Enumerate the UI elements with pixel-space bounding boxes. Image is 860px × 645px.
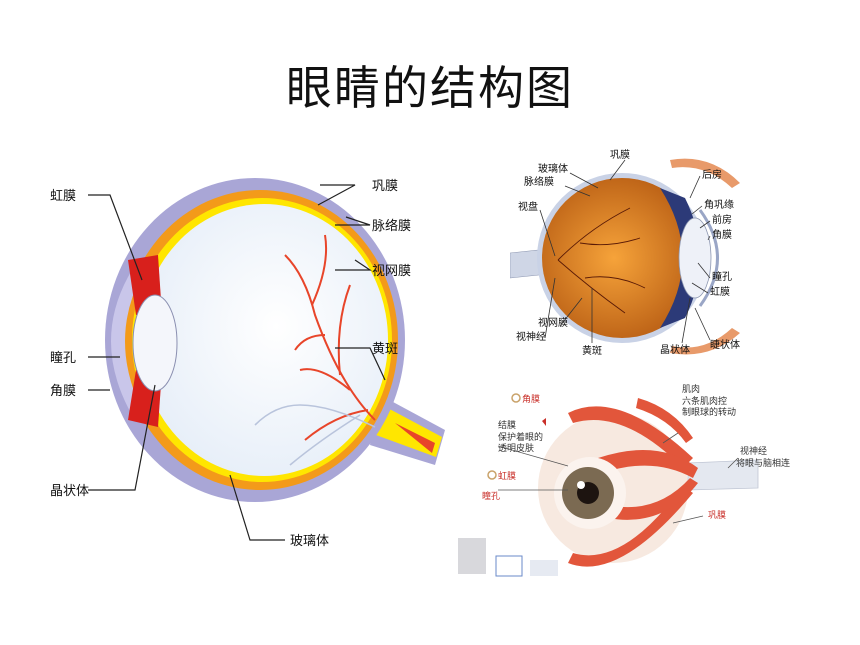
eye-cross-section-diagram: 虹膜 瞳孔 角膜 晶状体 巩膜 脉络膜 视网膜 黄斑 玻璃体 [50,165,460,555]
eyeball-diagram: 巩膜 玻璃体 脉络膜 视盘 视网膜 视神经 黄斑 后房 角巩缘 前房 角膜 瞳孔… [509,148,780,363]
leader-tr-cornea [707,235,711,241]
label-choroid: 脉络膜 [372,218,411,234]
br-label-optic-desc: 将眼与脑相连 [736,457,790,469]
leader-tr-optic-nerve [544,277,556,339]
page-title: 眼睛的结构图 [286,61,574,115]
leader-sclera [317,184,356,206]
eyeball-vessels [557,207,646,314]
leader-macula [335,347,386,381]
leader-tr-posterior [689,175,701,199]
br-leader-conjunctiva [497,445,569,467]
tr-label-choroid: 脉络膜 [524,175,554,188]
leader-vitreous [229,474,285,541]
cornea-shape [698,209,719,307]
thumbnail-face [458,538,486,574]
thumbnail-muscle [495,555,523,577]
lower-muscle [670,328,740,355]
leader-tr-sclera [609,159,626,181]
tr-label-iris: 虹膜 [710,286,730,298]
leader-tr-anterior [699,220,711,229]
cornea-shape [111,270,142,415]
leader-tr-limbus [691,205,703,215]
tr-label-optic-nerve: 视神经 [516,330,546,343]
leader-tr-vitreous [569,172,599,189]
tr-label-optic-disc: 视盘 [518,200,538,213]
label-vitreous: 玻璃体 [290,534,329,549]
br-label-muscle-desc2: 制眼球的转动 [682,406,736,418]
leader-lens [88,384,156,491]
br-leader-optic-nerve [727,457,739,469]
tr-label-lens: 晶状体 [660,343,690,356]
leader-tr-choroid [564,185,591,197]
br-label-optic-nerve: 视神经 [740,445,767,457]
retinal-veins [254,404,376,466]
label-iris: 虹膜 [50,189,76,204]
br-leader-muscle [662,432,679,444]
tr-label-ciliary: 睫状体 [710,338,740,351]
br-label-conj-desc1: 保护着眼的 [498,431,543,443]
tr-label-cornea: 角膜 [712,229,732,241]
br-speaker-icon [542,418,546,426]
tr-label-sclera: 巩膜 [610,149,630,161]
leader-iris [88,194,143,281]
leader-tr-lens [681,297,691,344]
br-label-iris: 虹膜 [498,471,516,482]
leader-retina [335,259,372,271]
eye-muscles-diagram: 角膜 结膜 保护着眼的 透明皮肤 虹膜 瞳孔 肌肉 六条肌肉控 制眼球的转动 视… [458,378,790,578]
br-label-conj-desc2: 透明皮肤 [498,442,534,454]
tr-label-vitreous: 玻璃体 [538,162,568,175]
br-leader-sclera [672,515,704,524]
lens-shape [132,294,178,392]
label-macula: 黄斑 [372,342,398,357]
retinal-vessels [284,234,376,441]
br-iris-icon [487,470,497,480]
br-label-conjunctiva: 结膜 [498,419,516,431]
br-label-muscle: 肌肉 [682,383,700,395]
br-label-pupil: 瞳孔 [482,490,500,502]
label-pupil: 瞳孔 [50,351,76,366]
leader-tr-optic-disc [539,209,556,257]
br-cornea-icon [511,393,521,403]
label-cornea: 角膜 [50,384,76,399]
optic-nerve-vessel [395,423,435,453]
br-label-sclera: 巩膜 [708,510,726,521]
label-lens: 晶状体 [50,484,89,499]
tr-label-limbus: 角巩缘 [704,198,734,211]
tr-label-retina: 视网膜 [538,316,568,329]
lens-shape [678,217,712,299]
leader-tr-retina [559,297,583,327]
leader-tr-ciliary [694,307,711,341]
upper-muscle [670,158,740,188]
leader-choroid [335,216,371,226]
leader-tr-iris [691,282,709,294]
thumbnail-eye [530,560,558,576]
tr-label-posterior: 后房 [702,168,722,181]
leader-tr-pupil [697,262,711,279]
tr-label-macula: 黄斑 [582,344,602,357]
br-highlight [577,481,585,489]
tr-label-anterior: 前房 [712,213,732,226]
tr-label-pupil: 瞳孔 [712,270,732,283]
br-label-muscle-desc1: 六条肌肉控 [682,395,727,407]
label-retina: 视网膜 [372,264,411,279]
label-sclera: 巩膜 [372,179,398,194]
br-label-cornea: 角膜 [522,393,540,405]
eye-muscles [568,398,698,567]
